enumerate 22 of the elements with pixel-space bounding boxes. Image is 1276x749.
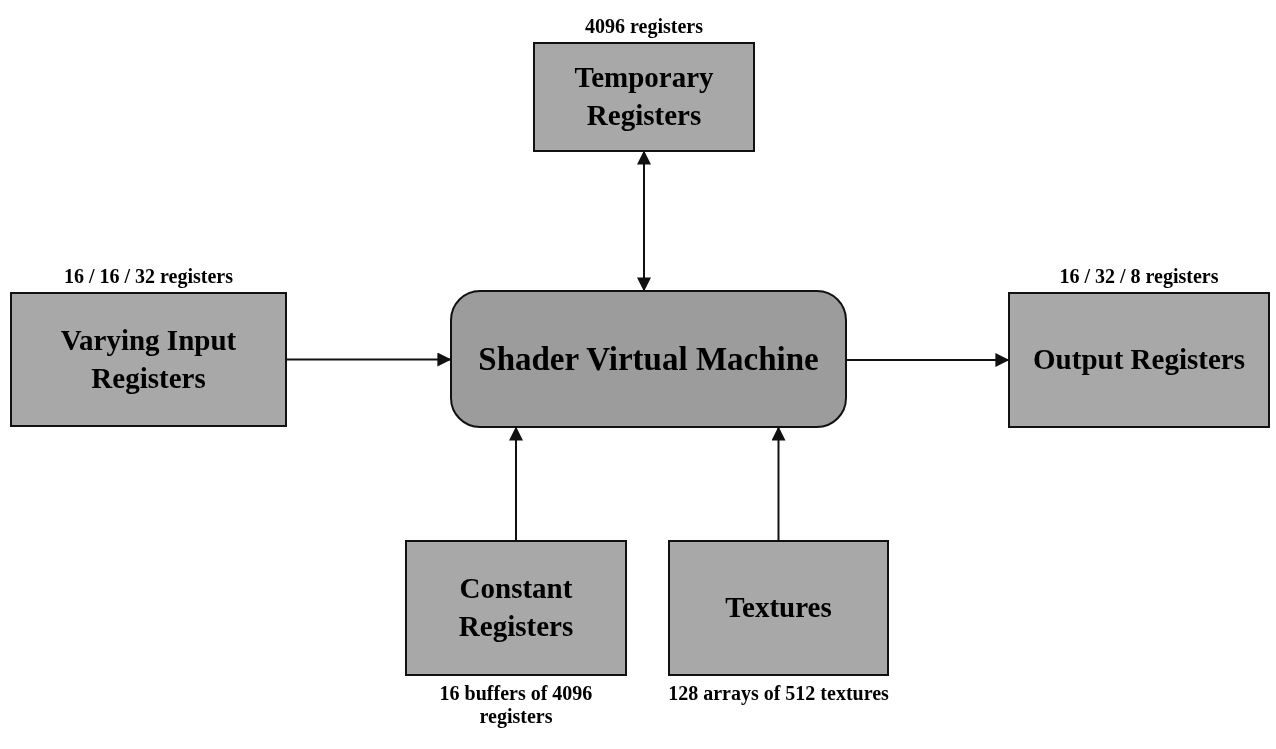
register-box bbox=[533, 42, 755, 152]
node-label: Temporary Registers bbox=[573, 60, 715, 133]
register-box bbox=[1008, 292, 1270, 428]
node-label: Constant Registers bbox=[457, 571, 575, 644]
node-label: Textures bbox=[724, 590, 833, 626]
capacity-note: 16 buffers of 4096 registers bbox=[438, 682, 594, 728]
arrow bbox=[846, 353, 1010, 367]
node-label: Varying Input Registers bbox=[59, 322, 238, 396]
capacity-note: 16 / 16 / 32 registers bbox=[62, 265, 234, 288]
capacity-note: 4096 registers bbox=[584, 15, 704, 38]
arrow bbox=[771, 426, 786, 541]
register-box bbox=[668, 540, 889, 676]
register-box bbox=[10, 292, 287, 427]
arrow bbox=[286, 352, 452, 367]
process-rounded-box bbox=[450, 290, 847, 428]
node-label: Shader Virtual Machine bbox=[477, 339, 820, 379]
arrow bbox=[637, 150, 651, 292]
arrow bbox=[509, 426, 523, 541]
node-label: Output Registers bbox=[1032, 342, 1246, 378]
capacity-note: 16 / 32 / 8 registers bbox=[1058, 265, 1220, 288]
register-box bbox=[405, 540, 627, 676]
capacity-note: 128 arrays of 512 textures bbox=[668, 682, 889, 705]
